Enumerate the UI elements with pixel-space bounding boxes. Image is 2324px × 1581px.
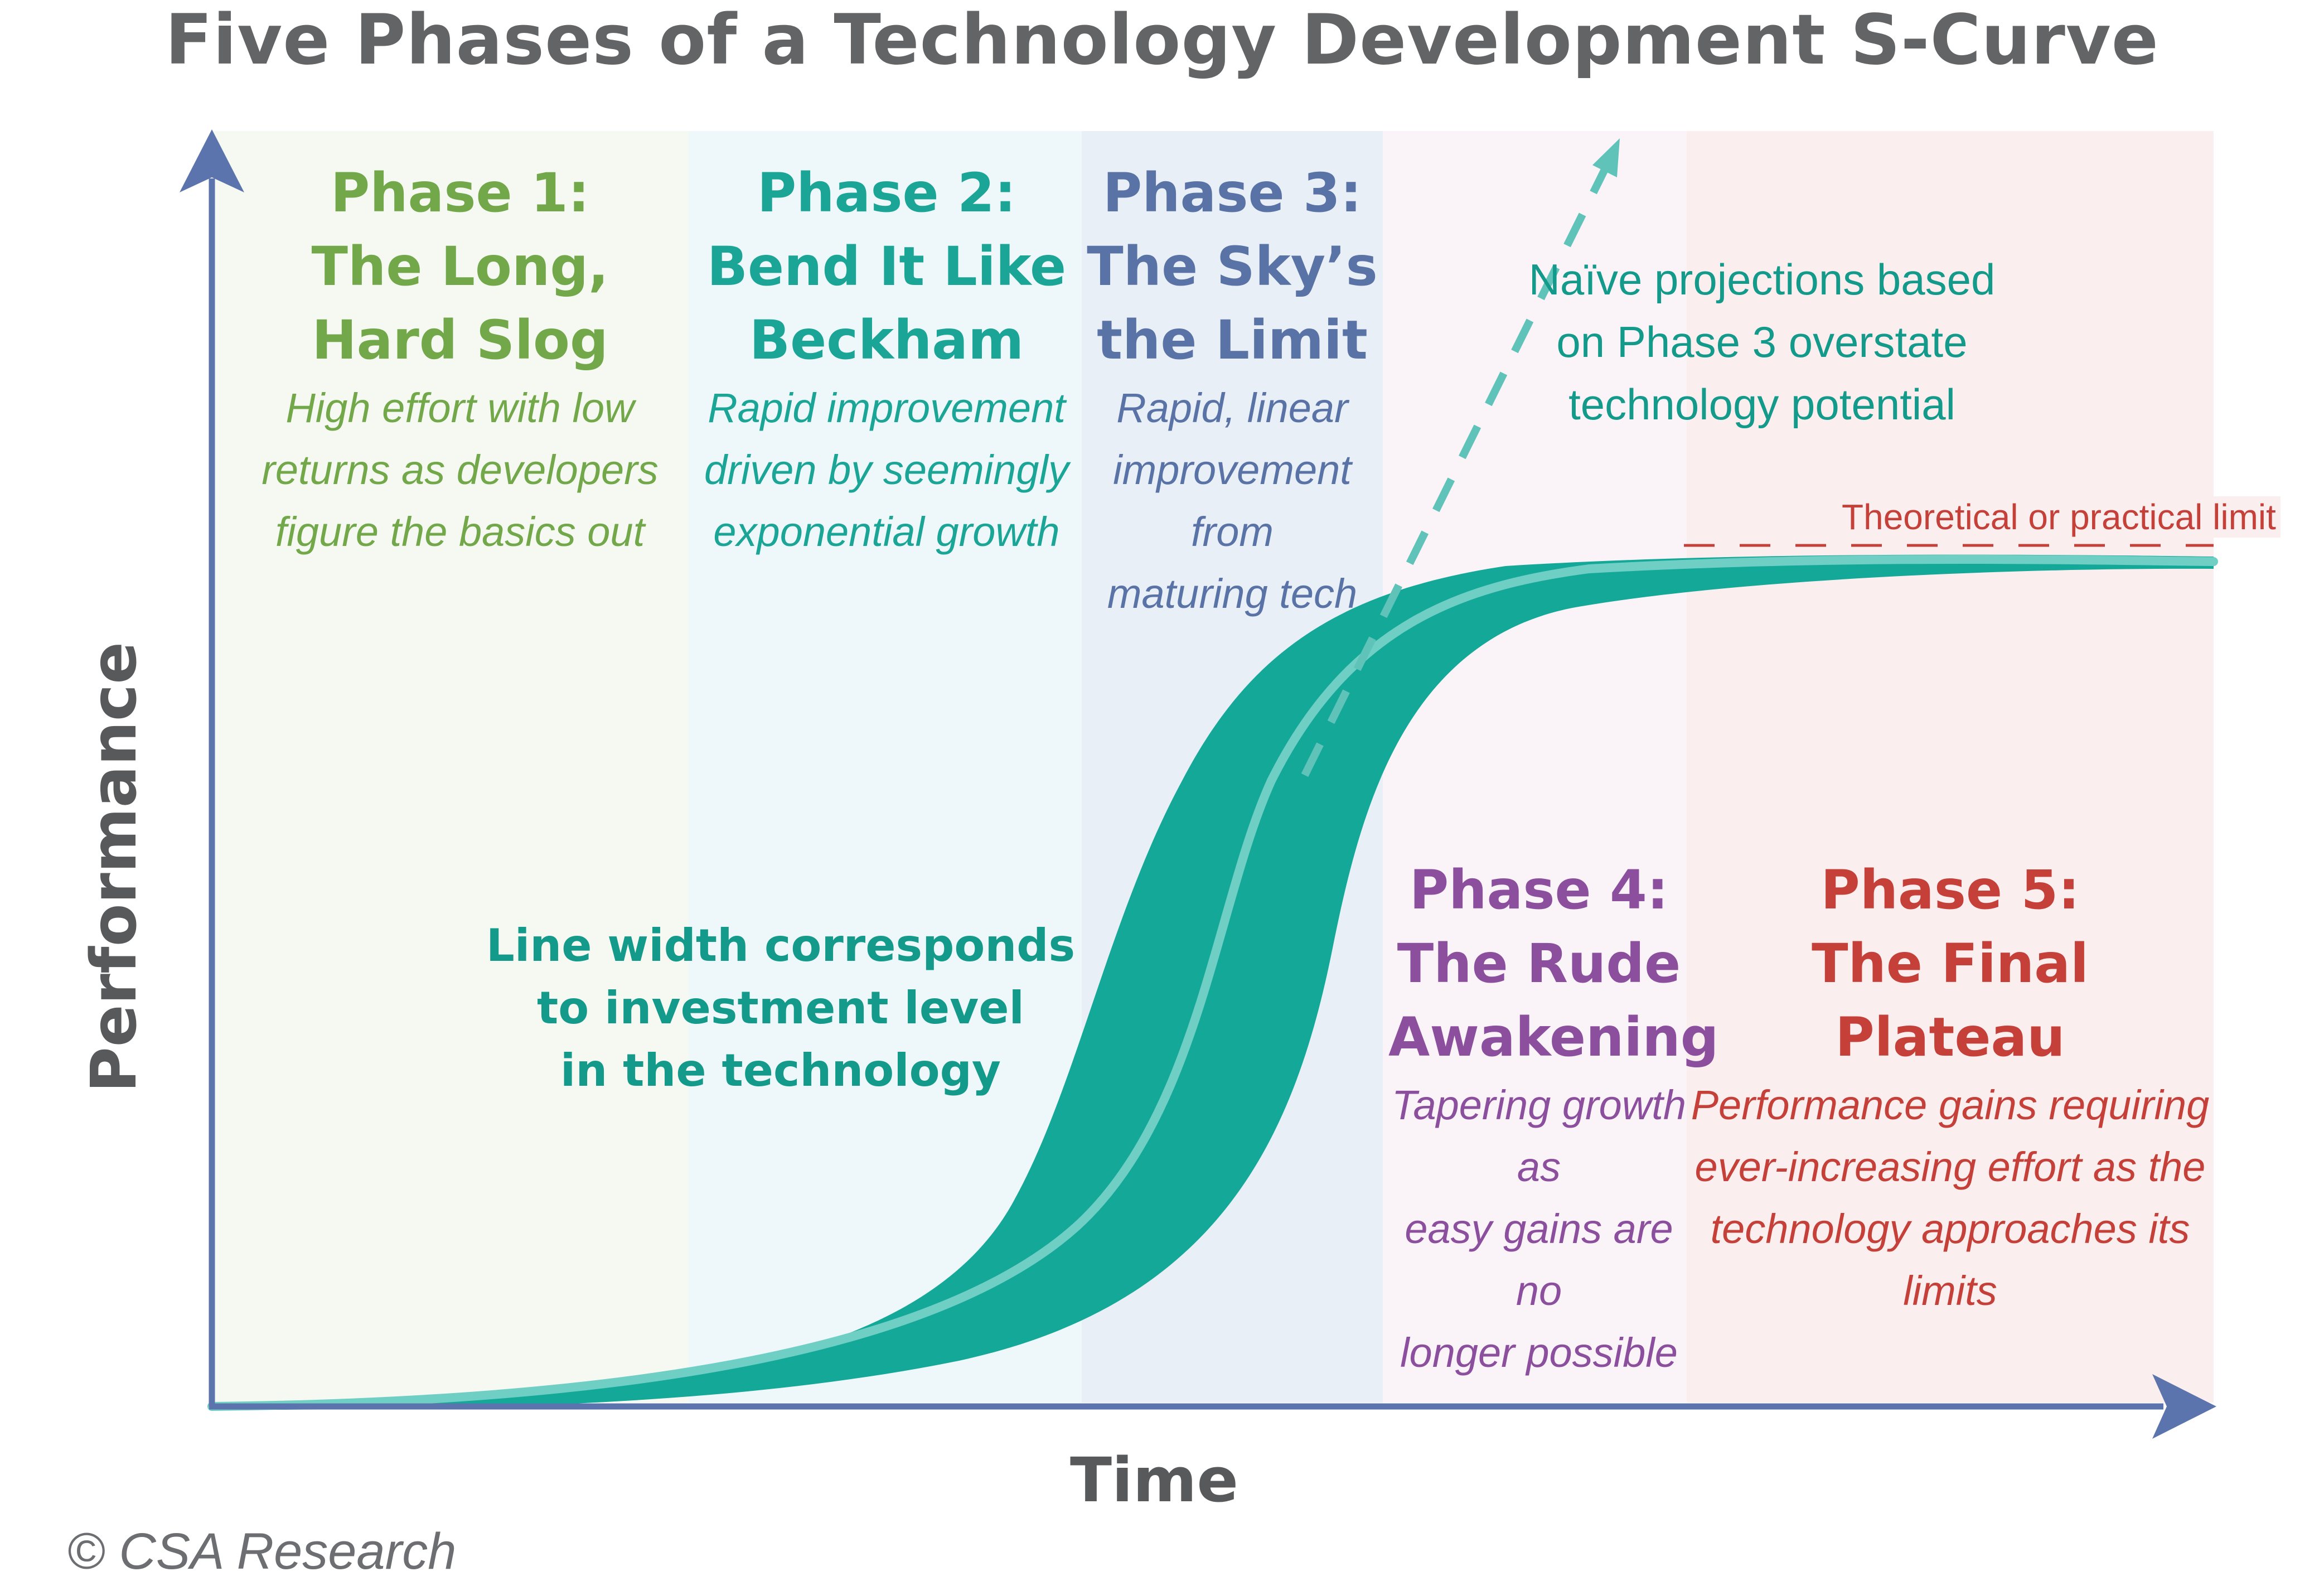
naive-projection-note-line: technology potential xyxy=(1568,380,1955,429)
phase-3-heading-line: The Sky’s xyxy=(1087,235,1378,298)
phase-1-block: Phase 1: The Long, Hard Slog High effort… xyxy=(234,156,686,563)
phase-2-block: Phase 2: Bend It Like Beckham Rapid impr… xyxy=(694,156,1079,563)
phase-4-description-line: easy gains are no xyxy=(1405,1206,1673,1314)
phase-4-heading: Phase 4: The Rude Awakening xyxy=(1388,853,1719,1074)
phase-4-heading-line: Phase 4: xyxy=(1409,859,1669,921)
phase-1-background xyxy=(212,131,689,1403)
phase-5-description-line: Performance gains requiring xyxy=(1691,1082,2210,1128)
phase-5-background xyxy=(1687,131,2214,1403)
phase-4-description: Tapering growth as easy gains are no lon… xyxy=(1388,1074,1689,1384)
phase-5-heading: Phase 5: The Final Plateau xyxy=(1689,853,2211,1074)
phase-4-heading-line: The Rude xyxy=(1397,932,1681,995)
y-axis-label: Performance xyxy=(78,641,151,1093)
phase-2-heading-line: Bend It Like xyxy=(706,235,1067,298)
naive-projection-note: Naïve projections based on Phase 3 overs… xyxy=(1529,248,1996,436)
phase-3-heading-line: Phase 3: xyxy=(1102,162,1362,224)
line-width-note-line: to investment level xyxy=(537,982,1024,1034)
phase-1-description-line: figure the basics out xyxy=(275,509,645,555)
phase-3-heading-line: the Limit xyxy=(1097,309,1368,371)
naive-projection-arrowhead xyxy=(1592,138,1620,177)
naive-projection-note-line: on Phase 3 overstate xyxy=(1556,317,1968,366)
phase-4-description-line: Tapering growth as xyxy=(1392,1082,1686,1190)
phase-1-description: High effort with low returns as develope… xyxy=(234,377,686,563)
phase-5-description: Performance gains requiring ever-increas… xyxy=(1689,1074,2211,1322)
phase-3-description-line: improvement from xyxy=(1113,447,1352,555)
diagram-title: Five Phases of a Technology Development … xyxy=(165,0,2159,80)
phase-3-description-line: Rapid, linear xyxy=(1116,385,1348,431)
phase-2-heading-line: Phase 2: xyxy=(757,162,1016,224)
phase-5-block: Phase 5: The Final Plateau Performance g… xyxy=(1689,853,2211,1322)
phase-5-heading-line: The Final Plateau xyxy=(1812,932,2089,1068)
phase-1-heading-line: Hard Slog xyxy=(312,309,608,371)
line-width-note-line: in the technology xyxy=(560,1045,1001,1096)
phase-3-description-line: maturing tech xyxy=(1107,570,1358,617)
phase-1-heading-line: Phase 1: xyxy=(330,162,590,224)
x-axis-arrowhead xyxy=(2152,1374,2216,1439)
copyright-credit: © CSA Research xyxy=(67,1523,457,1580)
naive-projection-line xyxy=(1301,165,1610,777)
theoretical-limit-label: Theoretical or practical limit xyxy=(1837,496,2281,538)
phase-5-description-line: ever-increasing effort as the xyxy=(1694,1144,2206,1190)
phase-2-description-line: driven by seemingly xyxy=(704,447,1069,493)
s-curve-investment-band xyxy=(212,554,2214,1410)
phase-3-heading: Phase 3: The Sky’s the Limit xyxy=(1084,156,1380,377)
phase-1-description-line: returns as developers xyxy=(262,447,659,493)
phase-2-description-line: Rapid improvement xyxy=(708,385,1066,431)
phase-4-block: Phase 4: The Rude Awakening Tapering gro… xyxy=(1388,853,1719,1384)
phase-1-heading-line: The Long, xyxy=(311,235,609,298)
x-axis-label: Time xyxy=(1070,1444,1238,1516)
phase-1-heading: Phase 1: The Long, Hard Slog xyxy=(234,156,686,377)
phase-2-heading: Phase 2: Bend It Like Beckham xyxy=(694,156,1079,377)
phase-5-heading-line: Phase 5: xyxy=(1821,859,2080,921)
phase-4-heading-line: Awakening xyxy=(1388,1006,1719,1068)
phase-2-background xyxy=(689,131,1082,1403)
phase-2-heading-line: Beckham xyxy=(749,309,1024,371)
line-width-note: Line width corresponds to investment lev… xyxy=(486,915,1075,1102)
naive-projection-note-line: Naïve projections based xyxy=(1528,255,1996,304)
y-axis-arrowhead xyxy=(180,129,244,192)
phase-4-background xyxy=(1383,131,1687,1403)
phase-1-description-line: High effort with low xyxy=(285,385,635,431)
s-curve-center-line xyxy=(207,554,2218,1411)
phase-4-description-line: longer possible xyxy=(1400,1329,1678,1376)
phase-2-description-line: exponential growth xyxy=(713,509,1060,555)
phase-3-block: Phase 3: The Sky’s the Limit Rapid, line… xyxy=(1084,156,1380,625)
phase-2-description: Rapid improvement driven by seemingly ex… xyxy=(694,377,1079,563)
line-width-note-line: Line width corresponds xyxy=(486,920,1076,971)
phase-3-description: Rapid, linear improvement from maturing … xyxy=(1084,377,1380,625)
phase-5-description-line: technology approaches its limits xyxy=(1710,1206,2190,1314)
